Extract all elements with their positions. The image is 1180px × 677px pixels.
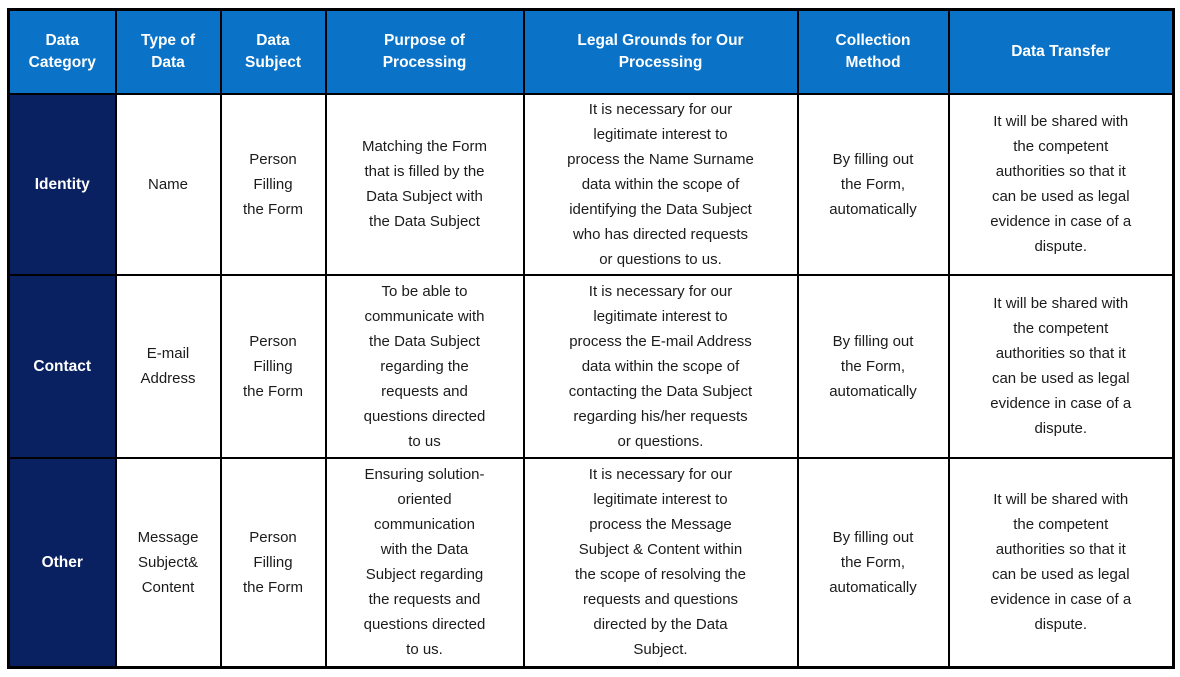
cell-text: Message Subject& Content — [137, 528, 199, 596]
header-label: Data Transfer — [1011, 42, 1111, 60]
cell-text: It is necessary for our legitimate inter… — [568, 282, 753, 450]
cell-text: By filling out the Form, automatically — [829, 528, 917, 596]
legal-grounds-cell: It is necessary for our legitimate inter… — [522, 92, 799, 276]
legal-grounds-cell: It is necessary for our legitimate inter… — [522, 273, 799, 459]
collection-method-cell: By filling out the Form, automatically — [796, 273, 950, 459]
data-transfer-cell: It will be shared with the competent aut… — [947, 456, 1175, 669]
header-cell-data-subject: Data Subject — [219, 8, 327, 95]
legal-grounds-cell: It is necessary for our legitimate inter… — [522, 456, 799, 669]
purpose-cell: Matching the Form that is filled by the … — [324, 92, 525, 276]
table-row-other: Other Message Subject& Content Person Fi… — [7, 456, 1175, 669]
data-subject-cell: Person Filling the Form — [219, 92, 327, 276]
personal-data-processing-table: Data Category Type of Data Data Subject … — [7, 8, 1175, 669]
category-label: Contact — [33, 357, 92, 375]
cell-text: Name — [147, 175, 188, 193]
header-cell-purpose-of-processing: Purpose of Processing — [324, 8, 525, 95]
type-of-data-cell: Name — [114, 92, 222, 276]
cell-text: It is necessary for our legitimate inter… — [567, 100, 754, 268]
header-label: Data Category — [28, 31, 96, 71]
collection-method-cell: By filling out the Form, automatically — [796, 92, 950, 276]
type-of-data-cell: E-mail Address — [114, 273, 222, 459]
cell-text: Ensuring solution- oriented communicatio… — [363, 466, 486, 659]
category-cell: Contact — [7, 273, 117, 459]
header-cell-legal-grounds: Legal Grounds for Our Processing — [522, 8, 799, 95]
cell-text: It will be shared with the competent aut… — [990, 491, 1132, 634]
data-transfer-cell: It will be shared with the competent aut… — [947, 273, 1175, 459]
collection-method-cell: By filling out the Form, automatically — [796, 456, 950, 669]
cell-text: Person Filling the Form — [242, 332, 303, 400]
cell-text: By filling out the Form, automatically — [829, 332, 917, 400]
cell-text: Person Filling the Form — [242, 528, 303, 596]
purpose-cell: To be able to communicate with the Data … — [324, 273, 525, 459]
cell-text: E-mail Address — [140, 345, 196, 387]
table-header-row: Data Category Type of Data Data Subject … — [7, 8, 1175, 95]
table-row-contact: Contact E-mail Address Person Filling th… — [7, 273, 1175, 459]
header-cell-collection-method: Collection Method — [796, 8, 950, 95]
cell-text: It will be shared with the competent aut… — [990, 295, 1132, 437]
header-cell-type-of-data: Type of Data — [114, 8, 222, 95]
data-transfer-cell: It will be shared with the competent aut… — [947, 92, 1175, 276]
cell-text: Matching the Form that is filled by the … — [361, 138, 488, 230]
header-label: Collection Method — [835, 31, 911, 71]
header-label: Legal Grounds for Our Processing — [577, 31, 744, 71]
purpose-cell: Ensuring solution- oriented communicatio… — [324, 456, 525, 669]
cell-text: It will be shared with the competent aut… — [990, 113, 1132, 255]
header-label: Type of Data — [141, 31, 195, 71]
category-label: Identity — [34, 175, 90, 193]
header-label: Purpose of Processing — [382, 31, 467, 71]
data-subject-cell: Person Filling the Form — [219, 273, 327, 459]
cell-text: Person Filling the Form — [242, 150, 303, 218]
header-cell-data-category: Data Category — [7, 8, 117, 95]
cell-text: By filling out the Form, automatically — [829, 150, 917, 218]
header-cell-data-transfer: Data Transfer — [947, 8, 1175, 95]
data-subject-cell: Person Filling the Form — [219, 456, 327, 669]
category-cell: Other — [7, 456, 117, 669]
cell-text: To be able to communicate with the Data … — [363, 282, 486, 450]
category-cell: Identity — [7, 92, 117, 276]
category-label: Other — [41, 553, 83, 571]
table-row-identity: Identity Name Person Filling the Form Ma… — [7, 92, 1175, 276]
header-label: Data Subject — [245, 31, 301, 71]
type-of-data-cell: Message Subject& Content — [114, 456, 222, 669]
cell-text: It is necessary for our legitimate inter… — [575, 466, 746, 659]
